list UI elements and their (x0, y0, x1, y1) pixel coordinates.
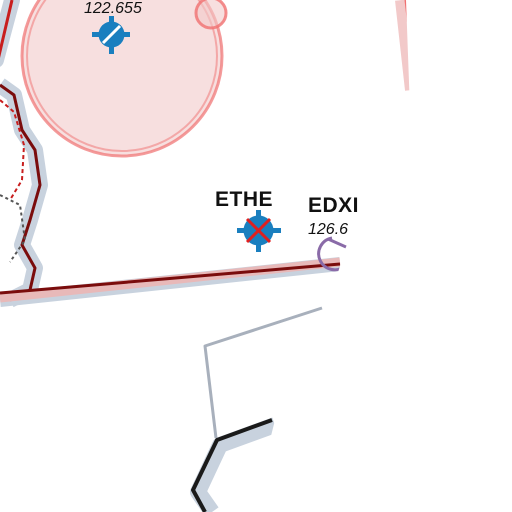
heliport-icon[interactable] (317, 236, 347, 272)
airport-ident: ETHE (215, 188, 274, 211)
restricted-zone (20, 0, 224, 158)
masked-region (260, 0, 512, 512)
restricted-zone-inner-ring (26, 0, 218, 152)
heliport-label-clip: EDXI 126.6 (308, 190, 366, 250)
boundary-line (0, 0, 14, 59)
boundary-line (0, 83, 42, 302)
heliport-frequency: 126.6 (308, 221, 349, 238)
airport-closed-icon[interactable] (237, 210, 281, 252)
boundary-line (0, 262, 341, 295)
boundary-dashed (0, 99, 26, 201)
airport-frequency: 122.655 (84, 0, 142, 17)
restricted-zone-small (194, 0, 228, 30)
heliport-ident: EDXI (308, 194, 360, 217)
airspace-boundary (203, 306, 323, 439)
airport-icon[interactable] (92, 16, 130, 54)
boundary-halo (190, 417, 278, 512)
boundary-line (191, 418, 273, 512)
